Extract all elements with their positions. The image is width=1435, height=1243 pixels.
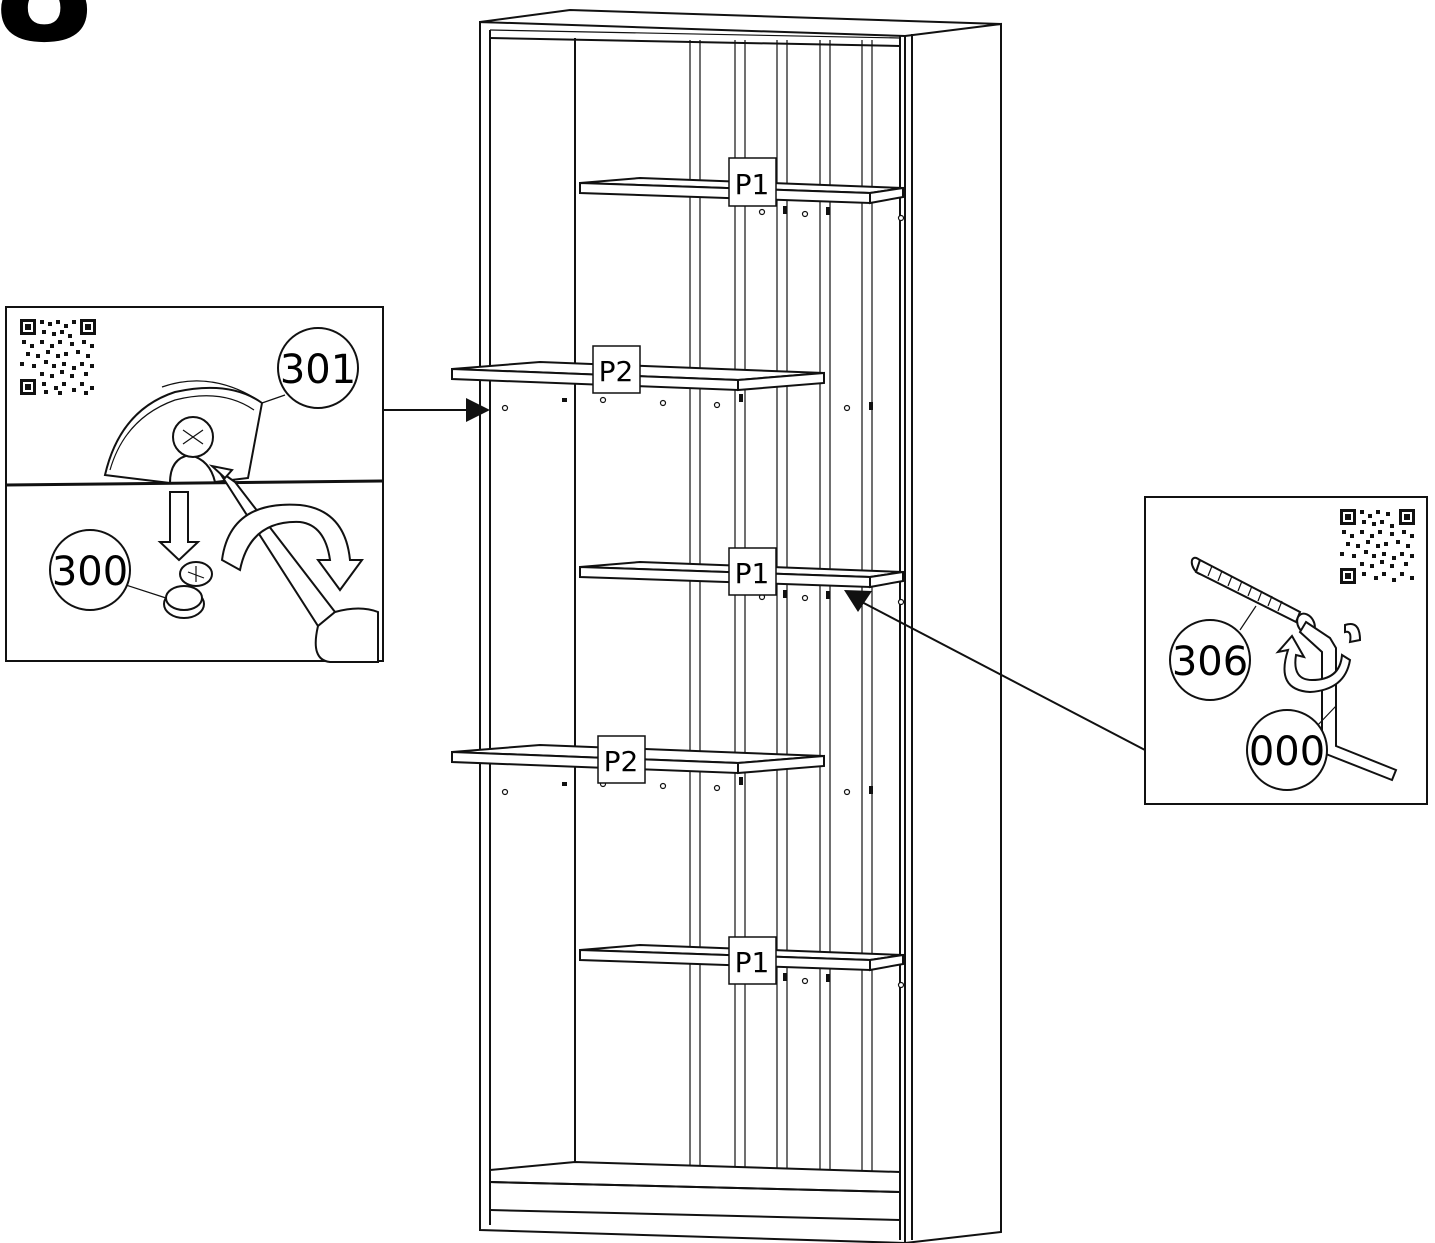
callout-000: 000 [1246,705,1337,791]
pointer-arrow-left [383,398,490,422]
cam-fittings [562,206,873,982]
label-p2-lower: P2 [597,735,646,784]
pointer-arrow-right [844,590,1146,751]
label-p2-upper-text: P2 [599,355,634,388]
callout-301-text: 301 [280,347,356,393]
qr-code-right [1340,509,1415,584]
cam-lock-illustration [103,380,264,485]
label-p1-bottom: P1 [728,936,777,985]
callout-300-text: 300 [52,549,128,595]
rotate-arrow-left [220,503,364,592]
detail-box-right: 306 000 [1144,496,1428,805]
bookcase [479,8,1002,1243]
callout-301: 301 [261,327,359,409]
down-arrow [157,491,201,562]
callout-000-text: 000 [1249,729,1325,775]
label-p1-middle-text: P1 [735,557,770,590]
step-number: 8 [0,0,96,76]
cam-screw-illustration [163,561,213,619]
label-p2-upper: P2 [592,345,641,394]
callout-306-text: 306 [1172,639,1248,685]
label-p1-top: P1 [728,157,777,207]
screwdriver-illustration [208,464,379,663]
callout-300: 300 [49,529,167,611]
label-p1-middle: P1 [728,547,777,596]
detail-box-left: 301 300 [5,306,384,663]
rotate-arrow-right [1275,623,1362,694]
label-p1-bottom-text: P1 [735,946,770,979]
qr-code-left [20,319,96,395]
label-p2-lower-text: P2 [604,745,639,778]
callout-306: 306 [1169,605,1257,701]
label-p1-top-text: P1 [735,168,770,201]
